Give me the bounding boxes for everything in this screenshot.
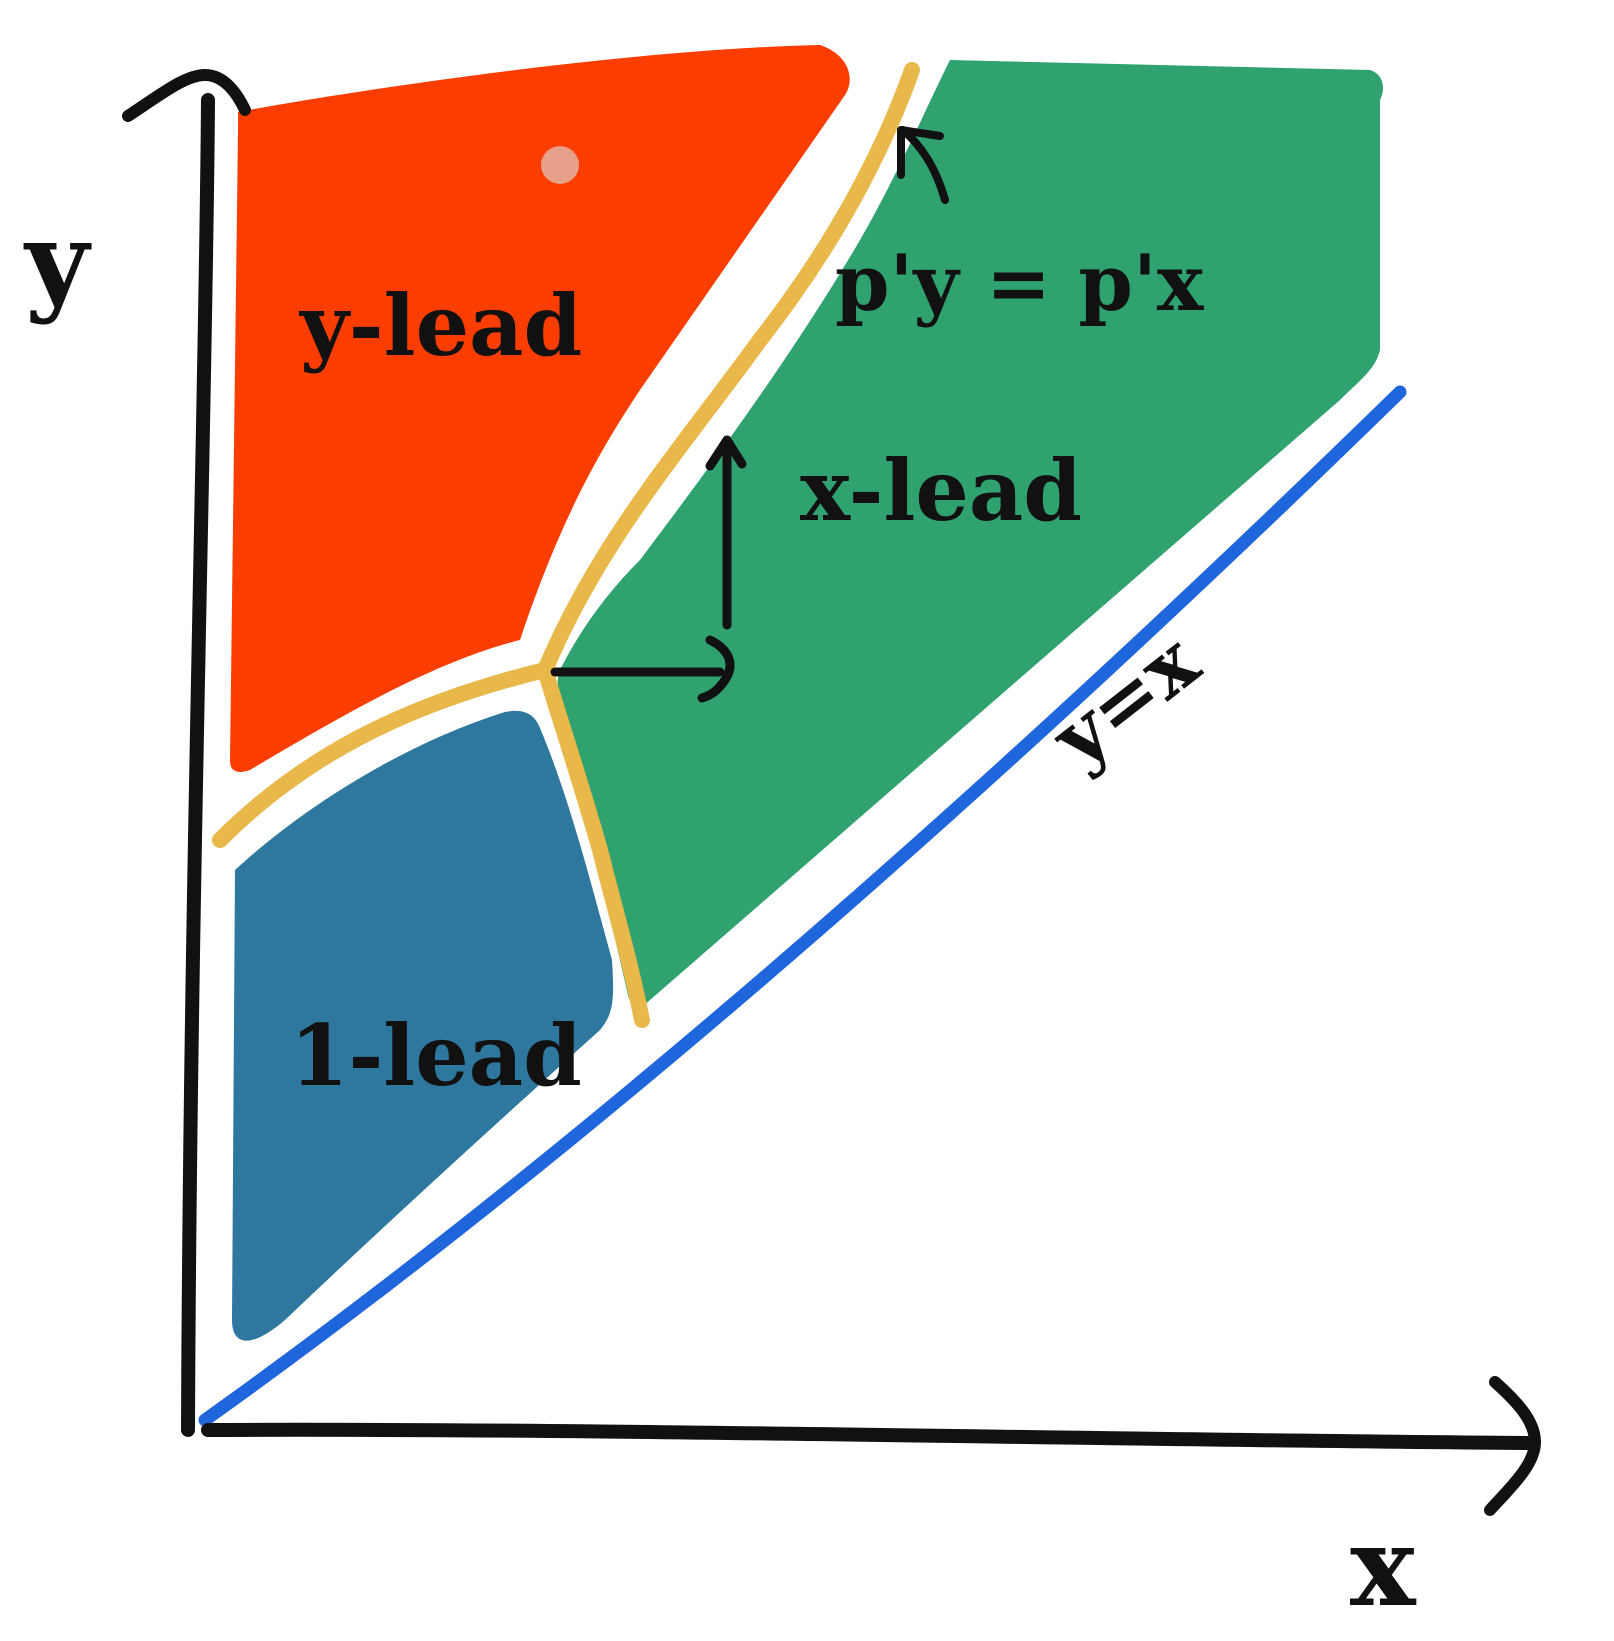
- x-lead-label: x-lead: [800, 441, 1082, 540]
- y-axis-line: [181, 93, 215, 1437]
- diagonal-line: [198, 385, 1407, 1427]
- formula-label: p'y = p'x: [835, 238, 1205, 329]
- x-axis-line: [201, 1422, 1537, 1450]
- up-arrowhead: [705, 435, 747, 471]
- x-axis-label: x: [1350, 1502, 1417, 1631]
- y-axis-arrowhead: [122, 68, 251, 122]
- x-lead-region: [557, 60, 1383, 1006]
- boundary-upper: [537, 62, 920, 678]
- boundary-lower: [537, 662, 650, 1028]
- one-lead-region: [232, 710, 614, 1341]
- boundary-left: [212, 662, 553, 848]
- x-axis-arrowhead: [1484, 1376, 1542, 1516]
- right-arrowhead: [697, 635, 735, 703]
- y-lead-region: [230, 45, 850, 772]
- y-axis-label: y: [23, 197, 92, 326]
- highlight-dot: [541, 146, 579, 184]
- y-lead-label: y-lead: [298, 276, 582, 375]
- one-lead-label: 1-lead: [290, 1006, 582, 1105]
- curved-arrowhead: [897, 126, 944, 179]
